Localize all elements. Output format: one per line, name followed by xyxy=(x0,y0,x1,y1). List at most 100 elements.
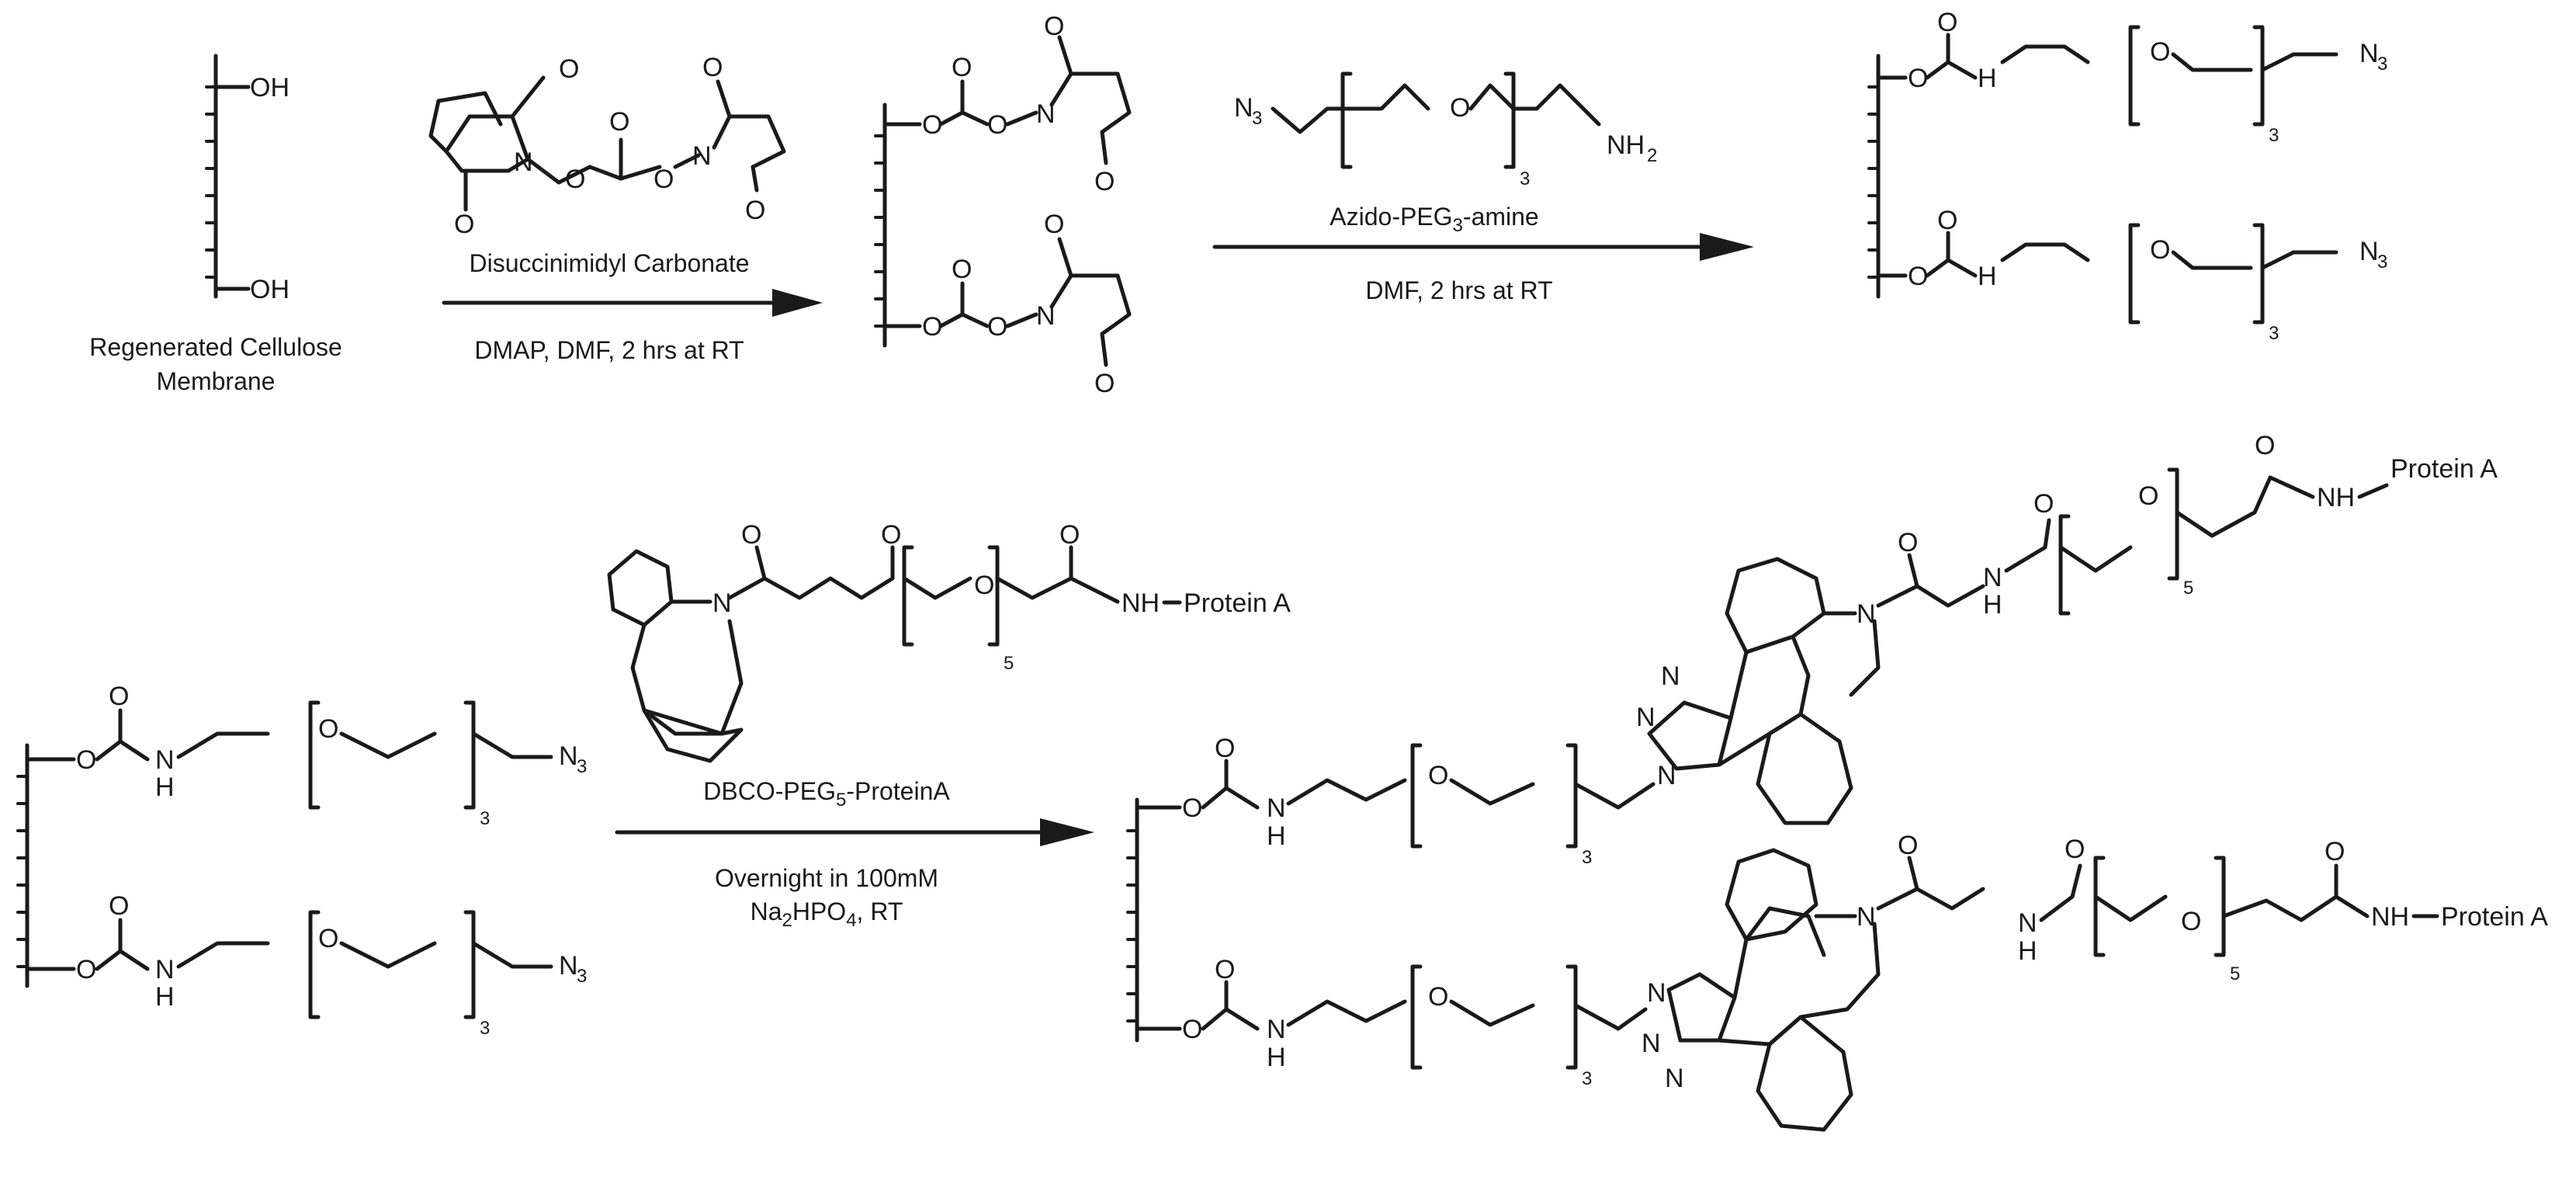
az2-azide-2: N xyxy=(559,951,578,981)
dsc-o-top-left: O xyxy=(559,54,579,84)
arrow-step-1 xyxy=(442,289,823,317)
az2-azide-sub-2: 3 xyxy=(577,966,587,987)
az2-h-1: H xyxy=(155,773,175,802)
az2-peg-o-2: O xyxy=(318,924,338,953)
act-o-ester-2: O xyxy=(987,312,1007,342)
dbco-repeat: 5 xyxy=(1004,653,1014,674)
prod-o-terminal-1: O xyxy=(2255,431,2275,460)
prod-triazole-n3-2: N xyxy=(1665,1064,1684,1093)
prod-repeat-peg3-1: 3 xyxy=(1582,847,1592,868)
az1-azide-2: N xyxy=(2359,237,2379,266)
az2-o-1: O xyxy=(76,745,96,775)
prod-triazole-n3-1: N xyxy=(1661,661,1680,691)
prod-n-2: N xyxy=(1267,1015,1286,1044)
cellulose-membrane: OH OH xyxy=(206,56,289,304)
protein-a-membrane-product: O O N H O 3 N N N N O N H O O 5 O xyxy=(1128,431,2548,1132)
az2-o-carbonyl-1: O xyxy=(109,682,129,711)
prod-o-carbonyl-2: O xyxy=(1215,955,1235,984)
prod-n-1: N xyxy=(1267,793,1286,823)
azide-membrane-bottom: O O N H O 3 N 3 O O N H O 3 N 3 xyxy=(18,682,587,1039)
az1-o-2: O xyxy=(1908,262,1928,291)
prod-protein-a-2: Protein A xyxy=(2441,902,2548,932)
prod-h-link-2: H xyxy=(2018,936,2037,966)
dbco-o-amide: O xyxy=(1059,520,1080,550)
prod-h-1: H xyxy=(1267,821,1286,851)
az1-azide-sub-1: 3 xyxy=(2377,54,2387,75)
prod-peg-o-5-2: O xyxy=(2181,907,2201,936)
dbco-peg5-protein-a-structure: N O O O 5 O NH Protein A xyxy=(607,520,1291,763)
dbco-protein-a: Protein A xyxy=(1184,588,1291,618)
az1-o-1: O xyxy=(1908,64,1928,93)
step1-conditions: DMAP, DMF, 2 hrs at RT xyxy=(474,336,744,364)
azide-membrane-top: O O H O 3 N 3 O O H O 3 N 3 xyxy=(1869,8,2387,344)
az1-n-2: H xyxy=(1978,262,1997,291)
step3-conditions-line1: Overnight in 100mM xyxy=(715,864,938,892)
prod-h-2: H xyxy=(1267,1043,1286,1072)
prod-o-amide-a-2: O xyxy=(1898,831,1918,860)
dbco-o-carbonyl: O xyxy=(741,520,761,550)
dsc-o-ester-left: O xyxy=(565,165,585,194)
reagent-amine: NH xyxy=(1607,130,1645,160)
az2-n-1: N xyxy=(155,745,175,775)
az2-azide-sub-1: 3 xyxy=(577,756,587,777)
az2-o-carbonyl-2: O xyxy=(109,891,129,921)
prod-o-amide-b-1: O xyxy=(2033,489,2054,519)
az1-o-carbonyl-1: O xyxy=(1937,8,1957,37)
prod-h-link-1: H xyxy=(1983,590,2002,620)
membrane-label-line1: Regenerated Cellulose xyxy=(89,333,342,361)
az1-repeat-1: 3 xyxy=(2269,125,2279,146)
step2-conditions: DMF, 2 hrs at RT xyxy=(1365,276,1552,304)
act-o-bottom-2: O xyxy=(1094,369,1115,398)
reagent-amine-sub: 2 xyxy=(1647,145,1657,166)
step1-reagent: Disuccinimidyl Carbonate xyxy=(469,249,749,277)
act-o-top-2: O xyxy=(1044,210,1064,239)
step3-reagent: DBCO-PEG5-ProteinA xyxy=(703,777,950,811)
prod-repeat-peg5-2: 5 xyxy=(2230,963,2240,984)
prod-o-2: O xyxy=(1182,1015,1202,1044)
az1-n-1: H xyxy=(1978,64,1997,93)
az1-azide-sub-2: 3 xyxy=(2377,252,2387,273)
reagent-peg-repeat: 3 xyxy=(1520,168,1530,189)
prod-o-carbonyl-1: O xyxy=(1215,734,1235,763)
dbco-n: N xyxy=(712,588,732,618)
az2-azide-1: N xyxy=(559,741,578,771)
prod-amide-n-1: N xyxy=(1857,599,1876,629)
dsc-o-carbonyl: O xyxy=(609,107,629,137)
dbco-o-ketone: O xyxy=(881,520,901,550)
step3-conditions-line2: Na2HPO4, RT xyxy=(751,898,903,931)
az2-h-2: H xyxy=(155,982,175,1012)
azido-peg3-amine-structure: N 3 O 3 NH 2 xyxy=(1234,71,1657,189)
prod-o-amide-a-1: O xyxy=(1898,528,1918,557)
prod-n-link-1: N xyxy=(1983,563,2002,592)
act-o-carbonyl-2: O xyxy=(952,255,972,284)
dsc-n-left: N xyxy=(514,148,533,177)
prod-nh-2: NH xyxy=(2371,902,2409,932)
dbco-peg-o: O xyxy=(974,571,994,600)
prod-nh-1: NH xyxy=(2317,483,2355,512)
membrane-label-line2: Membrane xyxy=(157,367,276,395)
az2-o-2: O xyxy=(76,955,96,984)
step2-reagent: Azido-PEG3-amine xyxy=(1330,203,1538,236)
reagent-peg-o: O xyxy=(1450,93,1470,123)
prod-peg-o-1: O xyxy=(1428,761,1448,790)
az2-repeat-1: 3 xyxy=(480,808,490,829)
prod-triazole-n2-2: N xyxy=(1642,1029,1661,1058)
az2-repeat-2: 3 xyxy=(480,1018,490,1039)
az1-repeat-2: 3 xyxy=(2269,323,2279,344)
act-o-top-1: O xyxy=(1044,12,1064,41)
activated-membrane: O O O N O O O O O N O O xyxy=(875,12,1132,398)
az2-n-2: N xyxy=(155,955,175,984)
act-o-bottom-1: O xyxy=(1094,167,1115,196)
prod-o-terminal-2: O xyxy=(2325,837,2345,866)
prod-n-link-2: N xyxy=(2018,908,2037,938)
reagent-azide-n: N xyxy=(1234,93,1253,123)
az2-peg-o-1: O xyxy=(318,714,338,744)
act-o-ester-1: O xyxy=(987,110,1007,140)
prod-triazole-n2-1: N xyxy=(1636,703,1656,732)
az1-o-carbonyl-2: O xyxy=(1937,206,1957,235)
dsc-o-bottom-left: O xyxy=(454,210,474,239)
prod-triazole-n1-2: N xyxy=(1647,978,1666,1008)
dsc-n-right: N xyxy=(692,141,712,171)
dsc-o-ester-right: O xyxy=(654,165,674,194)
